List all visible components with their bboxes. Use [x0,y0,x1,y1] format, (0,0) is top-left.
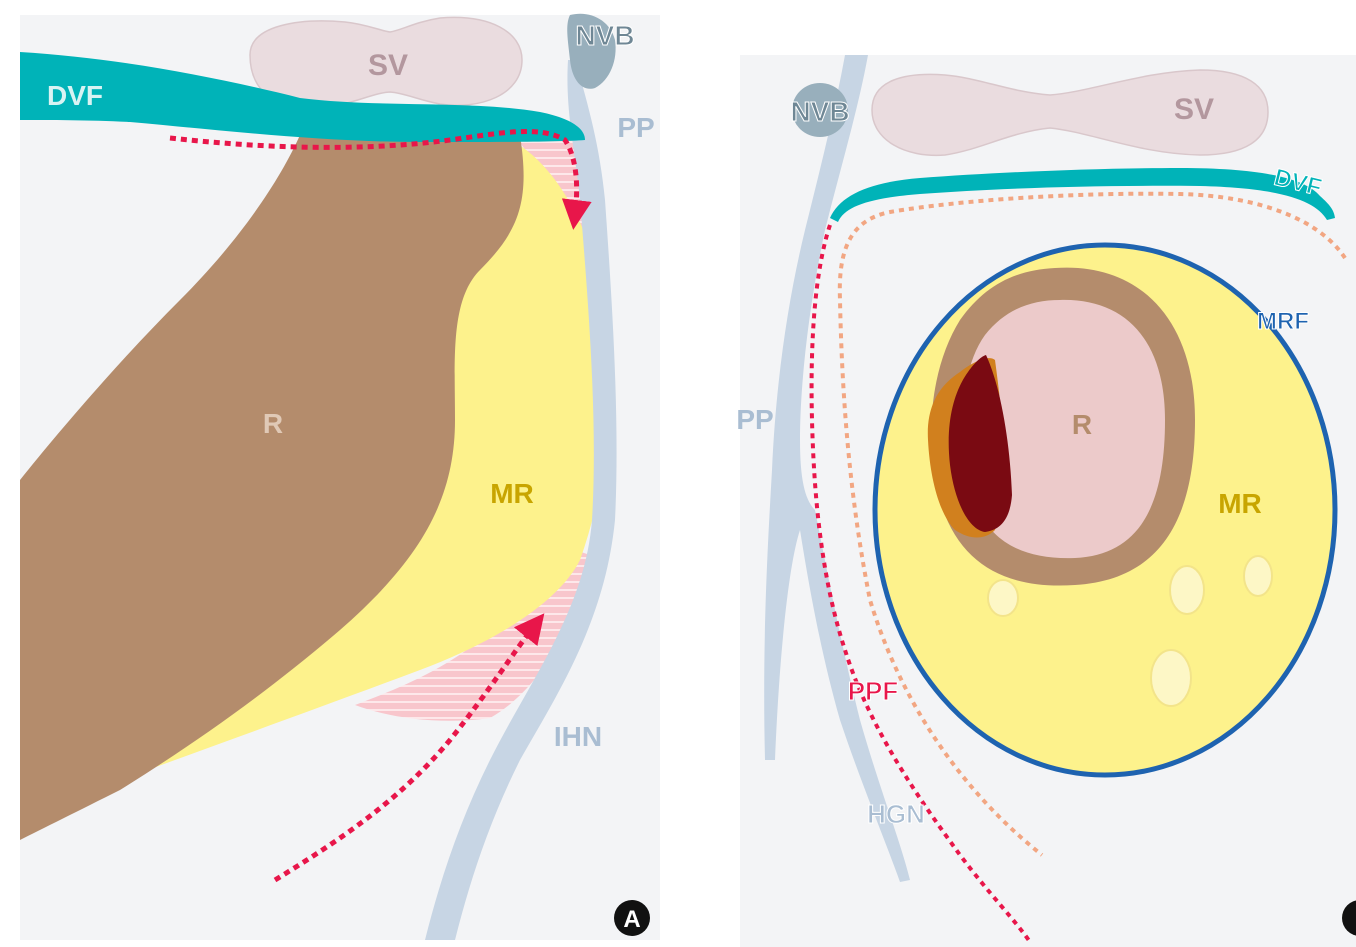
label-sv-a: SV [368,49,408,82]
label-nvb-b: NVB [790,96,849,127]
label-pp-b: PP [736,404,773,435]
lymph-node-3 [1244,556,1272,596]
label-pp-a: PP [617,112,654,143]
label-hgn-b: HGN [867,799,925,829]
label-dvf-a: DVF [47,80,103,111]
label-mrf-b: MRF [1257,308,1309,335]
label-ihn-a: IHN [554,721,602,752]
panel-a-badge-label: A [623,906,640,933]
lymph-node-4 [1151,650,1191,706]
label-mr-b: MR [1218,488,1262,519]
panel-a: SV NVB DVF PP R MR IHN A [20,14,660,940]
label-r-b: R [1072,409,1092,440]
label-r-a: R [263,408,283,439]
panel-b: NVB SV DVF PP MRF R MR PPF HGN [736,55,1356,947]
label-sv-b: SV [1174,93,1214,126]
lymph-node-1 [988,580,1018,616]
label-mr-a: MR [490,478,534,509]
label-ppf-b: PPF [848,676,899,706]
lymph-node-2 [1170,566,1204,614]
label-nvb-a: NVB [575,20,634,51]
